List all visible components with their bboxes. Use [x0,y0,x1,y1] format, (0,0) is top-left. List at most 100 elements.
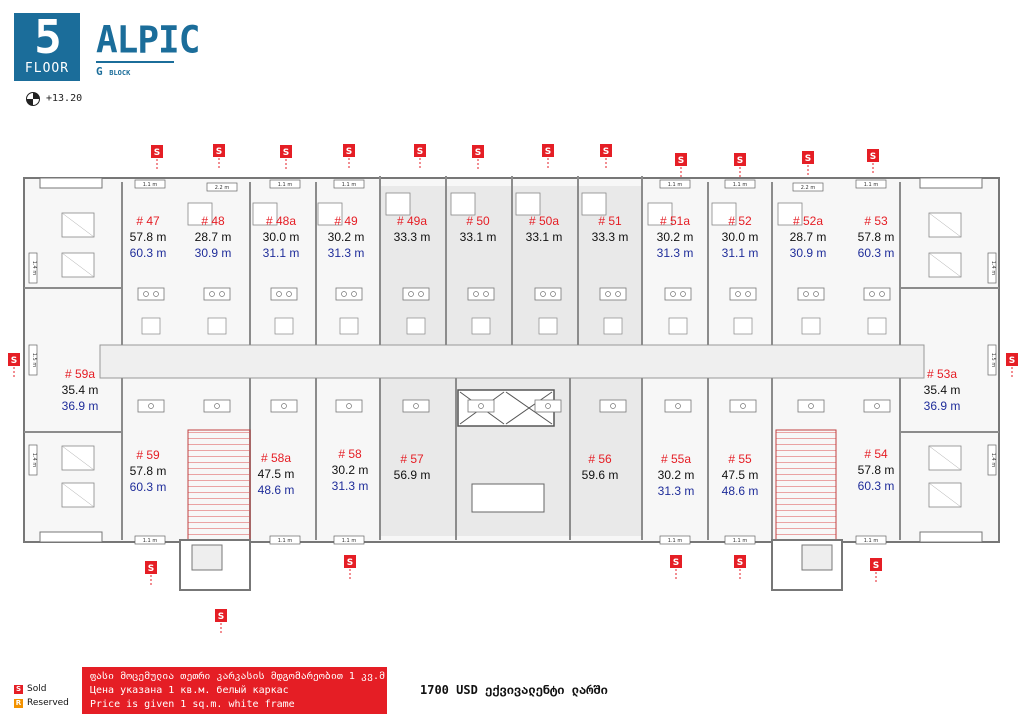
reserved-legend-icon: R [14,699,23,708]
unit-total-area: 31.3 m [657,246,694,260]
unit-number: # 53a [927,367,957,381]
block-word: BLOCK [109,69,131,77]
elevation-value: +13.20 [46,93,83,104]
sold-badge-icon: S [414,144,426,169]
unit-number: # 59 [136,448,160,462]
sold-badge-icon: S [734,153,746,178]
shower-fixture [801,317,821,335]
unit-number: # 49 [334,214,358,228]
project-name: ALPIC [96,18,200,62]
svg-text:1.1 m: 1.1 m [342,538,357,544]
window-dimension-tag: 1.4 m [28,252,38,284]
bed-furniture [450,192,476,216]
svg-text:1.5 m: 1.5 m [31,353,37,368]
window-dimension-tag: 1.1 m [855,535,887,545]
unit-net-area: 57.8 m [130,230,167,244]
unit-net-area: 33.3 m [592,230,629,244]
svg-text:2.2 m: 2.2 m [801,185,816,191]
shower-fixture [274,317,294,335]
svg-text:1.1 m: 1.1 m [278,538,293,544]
bed-furniture [252,202,278,226]
window-dimension-tag: 1.1 m [333,535,365,545]
sold-badge-icon: S [734,555,746,580]
unit-net-area: 30.2 m [332,463,369,477]
sold-legend-icon: S [14,685,23,694]
window-dimension-tag: 1.1 m [724,535,756,545]
sold-badge-icon: S [215,609,227,634]
sold-badge-icon: S [213,144,225,169]
unit-number: # 53 [864,214,888,228]
unit-total-area: 31.1 m [722,246,759,260]
unit-total-area: 60.3 m [858,246,895,260]
sink-fixture [137,287,165,301]
sink-fixture [203,399,231,413]
unit-net-area: 57.8 m [130,464,167,478]
block-letter: G [96,65,103,78]
unit-net-area: 57.8 m [858,230,895,244]
svg-text:1.1 m: 1.1 m [733,538,748,544]
window-dimension-tag: 1.5 m [28,344,38,376]
unit-net-area: 30.0 m [263,230,300,244]
unit-number: # 48a [266,214,296,228]
svg-text:S: S [805,154,811,164]
price-per-sqm: 1700 USD ექვივალენტი ლარში [420,683,608,697]
window-dimension-tag: 1.5 m [987,344,997,376]
bed-furniture [515,192,541,216]
sold-badge-icon: S [1006,353,1018,378]
unit-total-area: 31.3 m [328,246,365,260]
svg-text:S: S [347,558,353,568]
svg-text:S: S [673,558,679,568]
unit-total-area: 60.3 m [858,479,895,493]
svg-text:S: S [148,564,154,574]
unit-number: # 58 [338,447,362,461]
sink-fixture [335,399,363,413]
sink-fixture [534,399,562,413]
unit-number: # 49a [397,214,427,228]
unit-net-area: 33.1 m [460,230,497,244]
window-dimension-tag: 1.1 m [134,535,166,545]
svg-text:1.1 m: 1.1 m [143,182,158,188]
sink-fixture [534,287,562,301]
sink-fixture [270,399,298,413]
reserved-legend-label: Reserved [27,698,69,708]
shower-fixture [141,317,161,335]
unit-number: # 57 [400,452,424,466]
sold-badge-icon: S [600,144,612,169]
unit-net-area: 35.4 m [62,383,99,397]
unit-net-area: 30.2 m [657,230,694,244]
sink-fixture [467,399,495,413]
shower-fixture [668,317,688,335]
bed-furniture [187,202,213,226]
svg-text:1.1 m: 1.1 m [278,182,293,188]
window-dimension-tag: 1.1 m [134,179,166,189]
svg-text:1.1 m: 1.1 m [864,182,879,188]
floor-number: 5 [34,10,62,64]
unit-net-area: 56.9 m [394,468,431,482]
sold-badge-icon: S [472,145,484,170]
svg-text:1.4 m: 1.4 m [31,453,37,468]
unit-number: # 56 [588,452,612,466]
shower-fixture [867,317,887,335]
sink-fixture [599,399,627,413]
sold-badge-icon: S [802,151,814,176]
unit-total-area: 30.9 m [790,246,827,260]
unit-total-area: 36.9 m [924,399,961,413]
sold-badge-icon: S [151,145,163,170]
notice-georgian: ფასი მოცემულია თეთრი კარკასის მდგომარეობ… [90,671,386,682]
furniture-layer [61,192,962,508]
bottom-partitions [24,378,999,540]
unit-number: # 59a [65,367,95,381]
unit-number: # 55a [661,452,691,466]
window-dimension-tag: 1.1 m [659,179,691,189]
window-dimension-tag: 1.4 m [28,444,38,476]
sold-badge-icon: S [343,144,355,169]
svg-text:1.4 m: 1.4 m [990,261,996,276]
unit-number: # 50a [529,214,559,228]
sink-fixture [402,287,430,301]
svg-text:S: S [603,147,609,157]
svg-text:S: S [216,147,222,157]
svg-text:S: S [678,156,684,166]
svg-text:S: S [218,612,224,622]
block-label: G BLOCK [96,66,130,79]
svg-text:S: S [417,147,423,157]
